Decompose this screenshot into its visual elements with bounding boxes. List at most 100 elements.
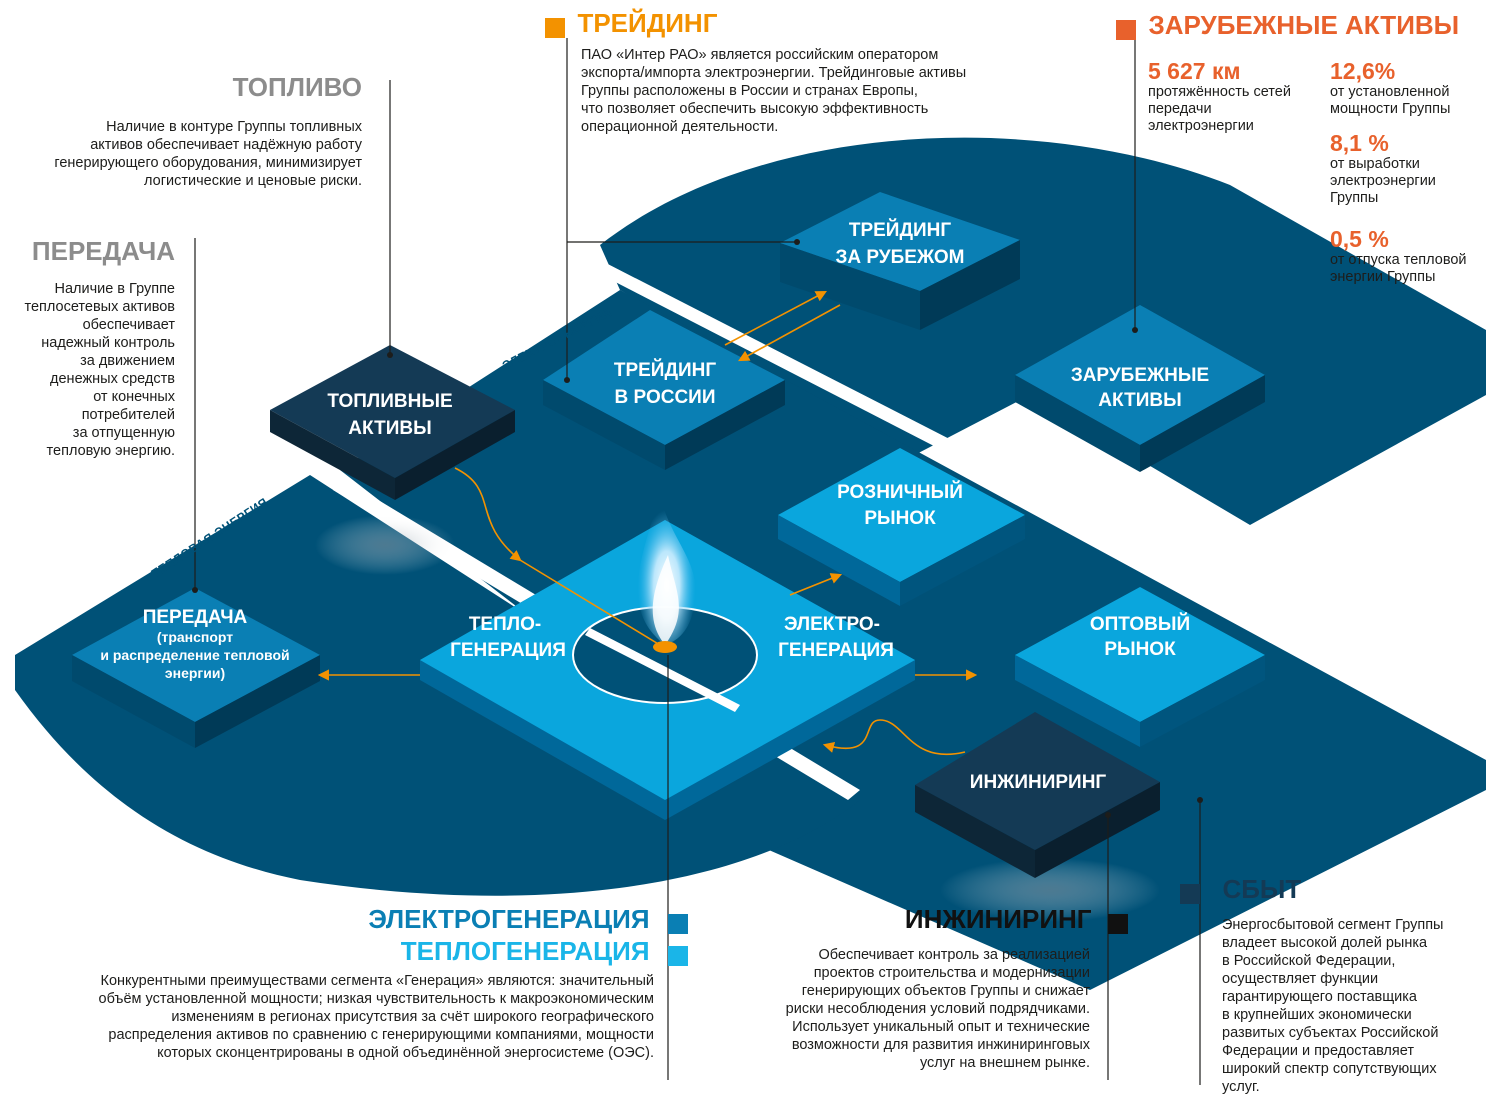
stat-caption: от отпуска тепловой энергии Группы [1330, 252, 1486, 286]
divider-gap [592, 260, 1010, 480]
label-foreign-1: ЗАРУБЕЖНЫЕ [1071, 365, 1209, 386]
trading-marker [545, 17, 565, 38]
text-line: услуг на внешнем рынке. [919, 1055, 1090, 1071]
box-wholesale-market [1015, 587, 1265, 747]
transmission-text: Наличие в Группе теплосетевых активов об… [0, 280, 175, 460]
flow-retail [789, 573, 843, 596]
flow-trading [724, 290, 827, 346]
engineering-section: ИНЖИНИРИНГ Обеспечивает контроль за реал… [740, 904, 1128, 1072]
text-line: за отпущенную [72, 425, 175, 441]
flame-icon [637, 495, 696, 653]
transmission-title: ПЕРЕДАЧА [31, 236, 175, 266]
box-trading-abroad [780, 192, 1020, 330]
foreign-stat: 12,6% от установленной мощности Группы [1330, 58, 1486, 118]
caption-line: от выработки [1330, 156, 1420, 172]
foreign-stat: 5 627 км протяжённость сетей передачи эл… [1148, 58, 1318, 135]
stat-caption: от выработки электроэнергии Группы [1330, 156, 1486, 207]
foreign-marker [1116, 19, 1136, 40]
text-line: развитых субъектах Российской [1222, 1025, 1439, 1041]
stat-value: 12,6% [1330, 58, 1396, 84]
label-fuel-2: АКТИВЫ [348, 418, 431, 439]
text-line: логистические и ценовые риски. [144, 173, 362, 189]
label-foreign-2: АКТИВЫ [1098, 390, 1181, 411]
label-trading-abroad-2: ЗА РУБЕЖОМ [835, 247, 964, 268]
label-transmission-1: ПЕРЕДАЧА [143, 607, 248, 628]
box-fuel-assets [270, 345, 515, 500]
text-line: потребителей [81, 407, 175, 423]
text-line: осуществляет функции [1222, 971, 1379, 987]
text-line: экспорта/импорта электроэнергии. Трейдин… [581, 65, 967, 81]
trading-title: ТРЕЙДИНГ [577, 8, 718, 38]
text-line: операционной деятельности. [581, 119, 779, 135]
text-line: широкий спектр сопутствующих [1222, 1061, 1437, 1077]
trading-section: ТРЕЙДИНГ ПАО «Интер РАО» является россий… [545, 8, 1025, 136]
text-line: за движением [80, 353, 175, 369]
text-line: гарантирующего поставщика [1222, 989, 1417, 1005]
text-line: теплосетевых активов [24, 299, 175, 315]
text-line: что позволяет обеспечить высокую эффекти… [581, 101, 929, 117]
shadow [315, 515, 455, 575]
caption-line: протяжённость сетей [1148, 84, 1291, 100]
fuel-section: ТОПЛИВО Наличие в контуре Группы топливн… [0, 72, 362, 190]
generation-section: ЭЛЕКТРОГЕНЕРАЦИЯ ТЕПЛОГЕНЕРАЦИЯ Конкурен… [10, 904, 688, 1062]
text-line: в крупнейших экономически [1222, 1007, 1412, 1023]
fuel-title: ТОПЛИВО [232, 72, 362, 102]
label-retail-1: РОЗНИЧНЫЙ [837, 481, 963, 503]
label-fuel-1: ТОПЛИВНЫЕ [327, 391, 452, 412]
box-foreign-assets [1015, 305, 1265, 472]
label-wholesale-1: ОПТОВЫЙ [1090, 613, 1190, 635]
text-line: Конкурентными преимуществами сегмента «Г… [100, 973, 654, 989]
text-line: денежных средств [50, 371, 175, 387]
stat-value: 5 627 км [1148, 58, 1241, 84]
caption-line: энергии Группы [1330, 269, 1436, 285]
callout-trading [566, 38, 795, 380]
sales-text: Энергосбытовой сегмент Группы владеет вы… [1222, 916, 1480, 1096]
text-line: Обеспечивает контроль за реализацией [818, 947, 1090, 963]
text-line: в Российской Федерации, [1222, 953, 1396, 969]
label-trading-abroad-1: ТРЕЙДИНГ [849, 219, 952, 241]
stat-value: 8,1 % [1330, 130, 1389, 156]
generation-heading-heat: ТЕПЛОГЕНЕРАЦИЯ [10, 936, 688, 966]
label-transmission-2: (транспорт [157, 629, 233, 645]
text-line: Энергосбытовой сегмент Группы [1222, 917, 1444, 933]
text-line: Федерации и предоставляет [1222, 1043, 1414, 1059]
generation-title-power: ЭЛЕКТРОГЕНЕРАЦИЯ [368, 904, 650, 934]
text-line: объём установленной мощности; низкая чув… [98, 991, 654, 1007]
text-line: распределения активов по сравнению с ген… [108, 1027, 654, 1043]
box-engineering [915, 712, 1160, 878]
sales-title: СБЫТ [1222, 874, 1302, 904]
text-line: от конечных [93, 389, 175, 405]
caption-line: мощности Группы [1330, 101, 1451, 117]
label-transmission-4: энергии) [165, 665, 225, 681]
text-line: генерирующего оборудования, минимизирует [54, 155, 362, 171]
caption-line: от установленной [1330, 84, 1450, 100]
text-line: владеет высокой долей рынка [1222, 935, 1428, 951]
sales-heading: СБЫТ [1180, 874, 1480, 904]
text-line: риски несоблюдения условий подрядчиками. [785, 1001, 1090, 1017]
label-power-gen-2: ГЕНЕРАЦИЯ [778, 640, 894, 661]
flow-engineering [822, 719, 966, 755]
heat-marker [668, 945, 688, 966]
shadow [940, 858, 1160, 922]
text-line: услуг. [1222, 1079, 1260, 1095]
trading-heading: ТРЕЙДИНГ [545, 8, 1025, 38]
label-retail-2: РЫНОК [864, 508, 936, 529]
flow-fuel [454, 467, 522, 562]
caption-line: передачи [1148, 101, 1212, 117]
caption-line: электроэнергии [1330, 173, 1436, 189]
label-trading-russia-2: В РОССИИ [615, 387, 716, 408]
label-trading-russia-1: ТРЕЙДИНГ [614, 359, 717, 381]
caption-line: от отпуска тепловой [1330, 252, 1467, 268]
label-transmission-3: и распределение тепловой [100, 647, 289, 663]
stat-value: 0,5 % [1330, 226, 1389, 252]
stat-caption: протяжённость сетей передачи электроэнер… [1148, 84, 1318, 135]
box-transmission [72, 588, 320, 748]
text-line: надежный контроль [41, 335, 175, 351]
engineering-text: Обеспечивает контроль за реализацией про… [740, 946, 1090, 1072]
caption-line: Группы [1330, 190, 1379, 206]
generation-heading-power: ЭЛЕКТРОГЕНЕРАЦИЯ [10, 904, 688, 934]
label-heat-gen-2: ГЕНЕРАЦИЯ [450, 640, 566, 661]
fuel-text: Наличие в контуре Группы топливных актив… [0, 118, 362, 190]
sales-section: СБЫТ Энергосбытовой сегмент Группы владе… [1180, 874, 1480, 1096]
text-line: которых сконцентрированы в одной объедин… [157, 1045, 654, 1061]
